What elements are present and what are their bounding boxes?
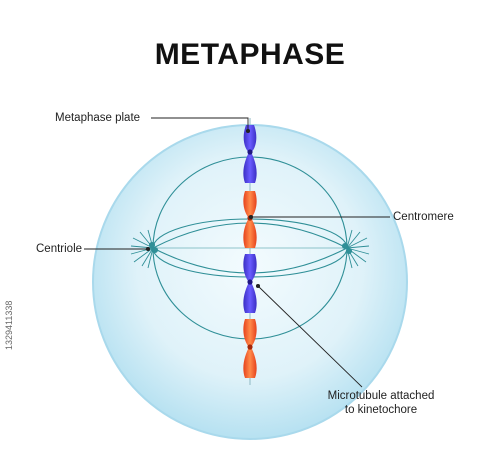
centriole-left bbox=[130, 229, 159, 269]
label-metaphase-plate: Metaphase plate bbox=[55, 112, 141, 124]
label-microtubule: Microtubule attached to kinetochore bbox=[306, 389, 456, 417]
label-centromere: Centromere bbox=[393, 211, 454, 223]
leader-metaphase-plate bbox=[151, 117, 249, 130]
leader-microtubule bbox=[257, 285, 363, 388]
chromosome-1 bbox=[243, 125, 257, 183]
label-microtubule-line2: to kinetochore bbox=[344, 404, 418, 416]
chromosome-3 bbox=[243, 254, 257, 313]
page-title: METAPHASE bbox=[154, 38, 346, 71]
leader-lines bbox=[84, 117, 390, 388]
chromosome-4 bbox=[243, 319, 257, 378]
label-microtubule-line1: Microtubule attached bbox=[327, 390, 435, 402]
centriole-right bbox=[341, 229, 370, 269]
image-id: 1329411338 bbox=[4, 300, 14, 350]
label-centriole: Centriole bbox=[36, 243, 83, 255]
